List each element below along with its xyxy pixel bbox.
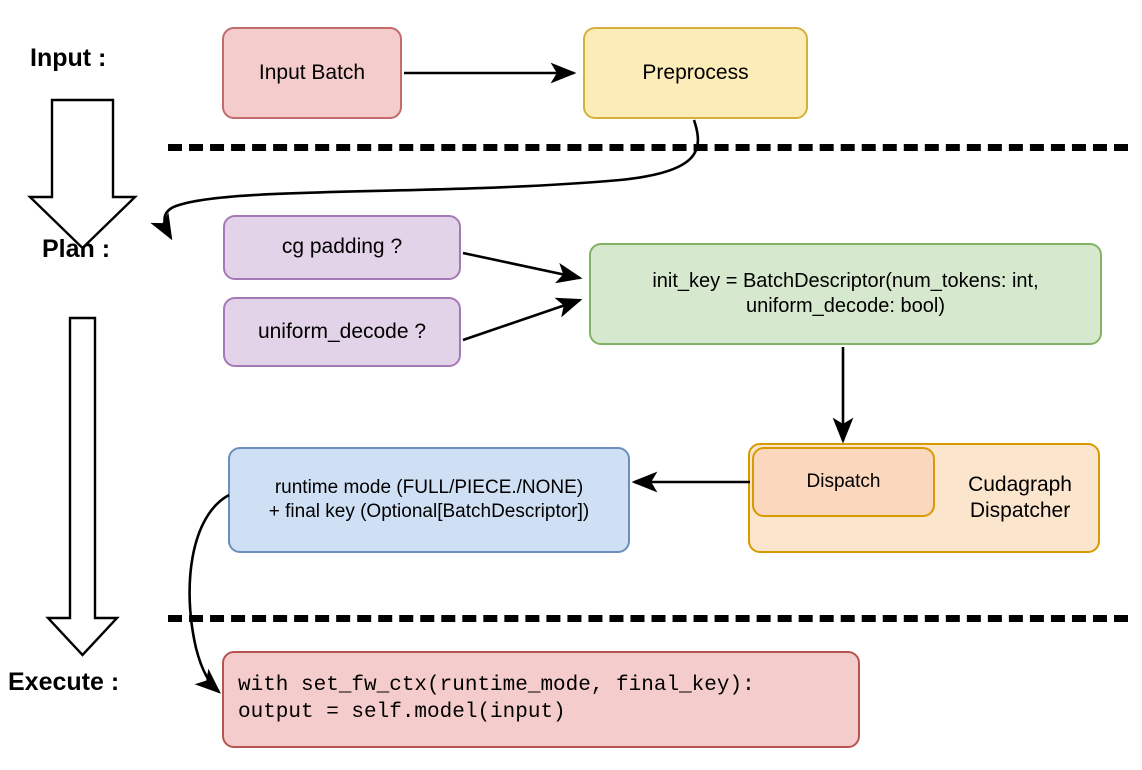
divider-plan-execute [168, 615, 1128, 622]
stage-flow-arrow-plan-to-execute [45, 316, 120, 657]
node-input-batch-label: Input Batch [258, 60, 366, 84]
node-cg-padding[interactable]: cg padding ? [223, 215, 461, 280]
divider-input-plan [168, 144, 1128, 151]
node-cg-padding-label: cg padding ? [281, 235, 403, 259]
node-execute-code[interactable]: with set_fw_ctx(runtime_mode, final_key)… [222, 651, 860, 748]
stage-label-plan: Plan : [42, 235, 111, 263]
arrow-cg-padding-to-init-key [462, 251, 583, 284]
node-init-key[interactable]: init_key = BatchDescriptor(num_tokens: i… [589, 243, 1102, 345]
node-runtime-mode-label: runtime mode (FULL/PIECE./NONE) + final … [268, 477, 590, 522]
node-dispatch[interactable]: Dispatch [752, 447, 935, 517]
node-cudagraph-dispatcher-label: Cudagraph Dispatcher [968, 472, 1072, 522]
node-preprocess[interactable]: Preprocess [583, 27, 808, 119]
node-input-batch[interactable]: Input Batch [222, 27, 402, 119]
stage-flow-arrow-input-to-plan [27, 98, 138, 250]
stage-label-execute: Execute : [8, 668, 120, 696]
node-uniform-decode[interactable]: uniform_decode ? [223, 297, 461, 367]
node-init-key-label: init_key = BatchDescriptor(num_tokens: i… [652, 270, 1039, 317]
node-runtime-mode[interactable]: runtime mode (FULL/PIECE./NONE) + final … [228, 447, 630, 553]
node-dispatch-label: Dispatch [806, 471, 881, 493]
node-uniform-decode-label: uniform_decode ? [257, 319, 427, 343]
arrow-uniform-decode-to-init-key [462, 297, 583, 342]
node-preprocess-label: Preprocess [642, 60, 749, 84]
node-execute-code-label: with set_fw_ctx(runtime_mode, final_key)… [238, 674, 755, 724]
stage-label-input: Input : [30, 44, 107, 72]
